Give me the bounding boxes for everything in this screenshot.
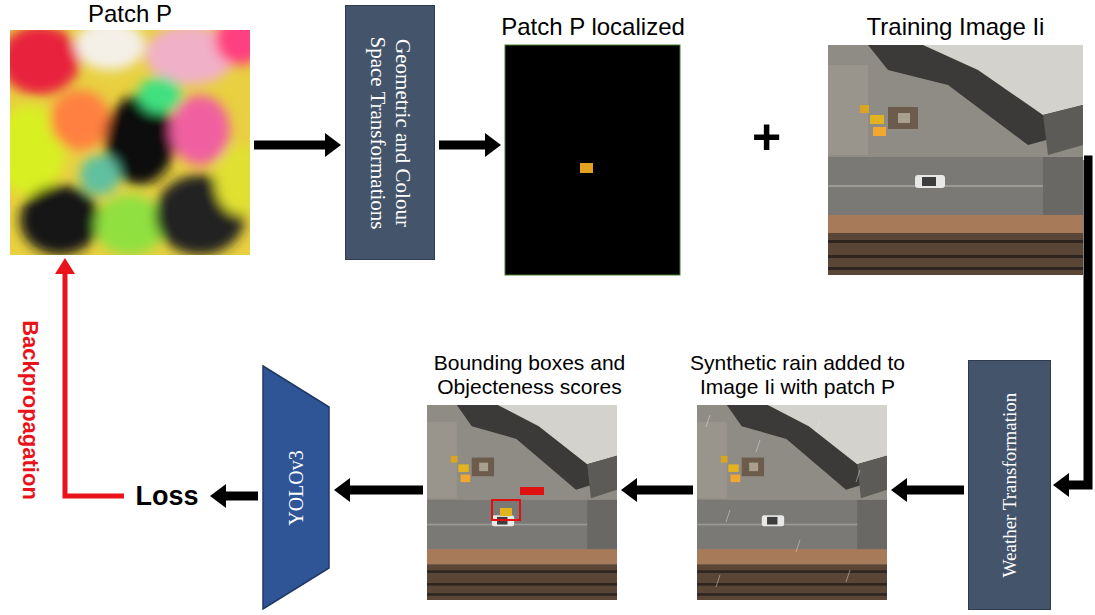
aerial-image: [828, 45, 1083, 275]
image-heading: Bounding boxes and Objecteness scores: [412, 351, 647, 399]
image-heading: Patch P: [20, 0, 240, 28]
loss-label: Loss: [128, 476, 206, 516]
arrowhead: [485, 133, 501, 157]
image-heading: Synthetic rain added to Image Ii with pa…: [675, 351, 920, 399]
detection-tag: [520, 487, 544, 495]
patch-texture: [10, 30, 250, 255]
process-box: Weather Transformation: [968, 360, 1051, 610]
aerial-image: [697, 405, 887, 600]
flow-arrow: [636, 486, 693, 495]
flow-arrow: [225, 492, 258, 501]
arrowhead: [1053, 473, 1069, 497]
edge-label: Backpropagation: [19, 320, 41, 500]
flow-arrow: [254, 141, 326, 150]
vertical-label: Geometric and Colour Space Transformatio…: [365, 15, 415, 250]
training-image: Training Image Ii: [828, 45, 1083, 275]
arrowhead: [55, 258, 75, 274]
arrowhead: [891, 478, 907, 502]
network-block: YOLOv3: [262, 365, 330, 610]
process-box: Geometric and Colour Space Transformatio…: [345, 5, 435, 260]
arrowhead: [334, 478, 350, 502]
arrowhead: [210, 484, 226, 508]
plus-sign: +: [752, 112, 781, 162]
rain-image: Synthetic rain added to Image Ii with pa…: [697, 405, 887, 600]
small-patch: [500, 508, 512, 516]
small-patch: [580, 163, 593, 173]
aerial-image: [427, 405, 617, 600]
image-heading: Patch P localized: [478, 13, 708, 41]
arrowhead: [621, 478, 637, 502]
detection-box: [492, 500, 520, 520]
patch-image: Patch P: [10, 30, 250, 255]
feedback-line: [65, 273, 124, 496]
vertical-label: YOLOv3: [284, 410, 308, 565]
flow-arrow: [906, 486, 964, 495]
black-canvas: [505, 45, 680, 275]
loss-text: Loss: [128, 476, 206, 516]
patch-canvas: Patch P localized: [505, 45, 680, 275]
flow-arrow: [439, 141, 486, 150]
flow-arrow: [349, 486, 423, 495]
flow-arrow: [1068, 160, 1088, 485]
arrowhead: [325, 133, 341, 157]
vertical-label: Weather Transformation: [998, 370, 1021, 600]
trapezoid-shape: [263, 366, 329, 609]
image-heading: Training Image Ii: [828, 13, 1083, 41]
detection-image: Bounding boxes and Objecteness scores: [427, 405, 617, 600]
rain-streaks: [706, 415, 860, 587]
